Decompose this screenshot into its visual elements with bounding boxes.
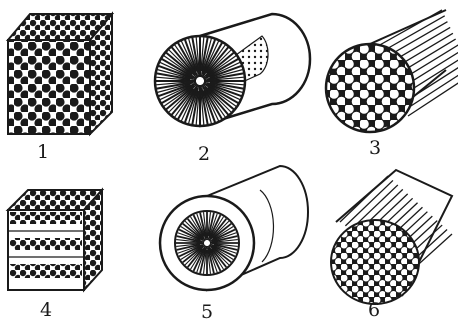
label-6: 6 bbox=[368, 299, 380, 321]
tube-radial-core-figure bbox=[160, 166, 308, 290]
label-4: 4 bbox=[40, 299, 52, 321]
label-2: 2 bbox=[198, 143, 210, 165]
label-5: 5 bbox=[201, 301, 213, 322]
cylinder-radial-figure bbox=[155, 14, 310, 126]
label-1: 1 bbox=[37, 141, 49, 163]
layered-block-figure bbox=[8, 190, 102, 290]
cylinder-axial-figure bbox=[326, 10, 458, 132]
cube-porous-figure bbox=[8, 14, 112, 134]
label-3: 3 bbox=[369, 137, 381, 159]
angled-fibre-bundle-figure bbox=[330, 170, 452, 310]
